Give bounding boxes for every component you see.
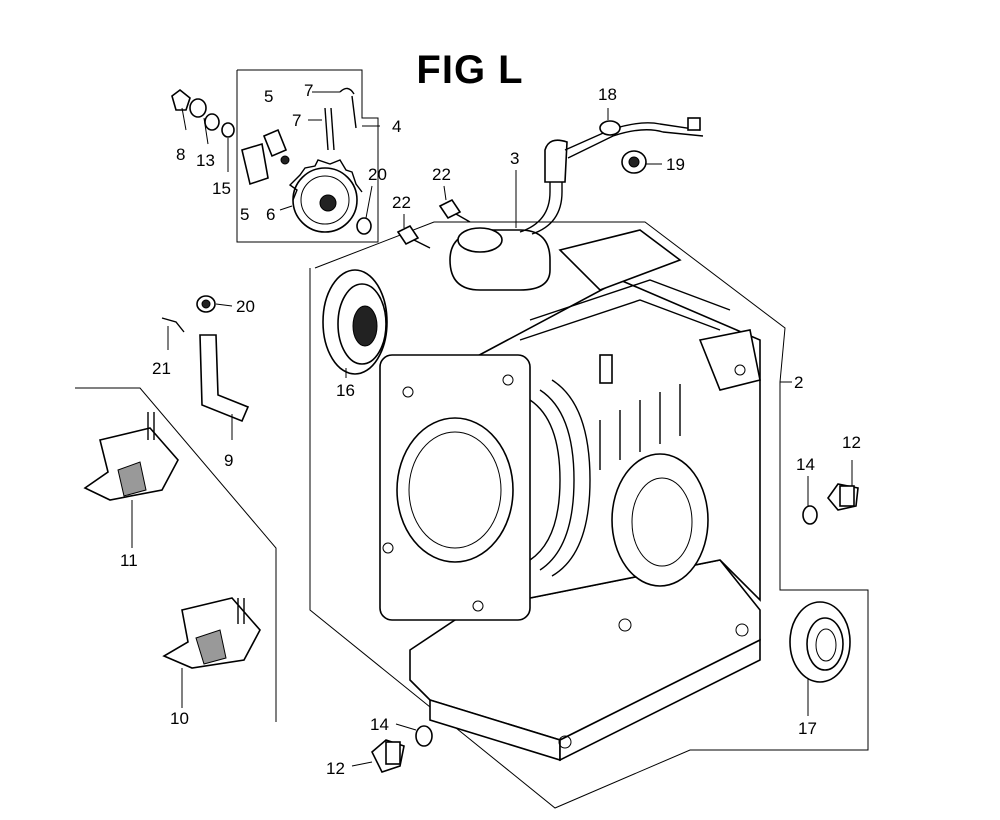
engine-mount-10	[162, 597, 261, 669]
nut-20-lower	[196, 295, 216, 313]
drain-bolt-12-right	[826, 483, 859, 511]
callout-6: 6	[266, 205, 275, 224]
governor-arm-9	[199, 334, 250, 423]
callout-14-right: 14	[796, 455, 815, 474]
callout-9: 9	[224, 451, 233, 470]
callout-labels: 2 3 4 5 5 6 7 7 8 9 10 11 12 12 13 14 14…	[120, 81, 861, 778]
figure-title: FIG L	[416, 48, 524, 92]
oil-seal-17	[789, 601, 851, 683]
callout-12-right: 12	[842, 433, 861, 452]
bolt-22-upper	[438, 198, 471, 223]
oil-seal-16	[322, 269, 388, 375]
wire-18	[564, 117, 704, 159]
washer-20-upper	[356, 217, 372, 235]
callout-19: 19	[666, 155, 685, 174]
callout-5-lower: 5	[240, 205, 249, 224]
washer-14-right	[802, 505, 818, 525]
breather-pipe-3	[449, 139, 568, 291]
callout-4: 4	[392, 117, 401, 136]
engine-mount-11	[83, 412, 179, 501]
crankcase-group-box	[309, 221, 869, 809]
callout-2: 2	[794, 373, 803, 392]
crankcase	[379, 229, 761, 762]
callout-22-lower: 22	[392, 193, 411, 212]
mounts-group-box	[75, 387, 277, 722]
callout-16: 16	[336, 381, 355, 400]
callout-17: 17	[798, 719, 817, 738]
callout-5-upper: 5	[264, 87, 273, 106]
washer-14-bottom	[415, 725, 433, 747]
governor-gear-6	[288, 159, 363, 233]
leader-lines	[131, 91, 853, 767]
bolt-8	[171, 88, 191, 111]
callout-11: 11	[120, 551, 138, 570]
callout-14-bottom: 14	[370, 715, 389, 734]
callout-8: 8	[176, 145, 185, 164]
callout-10: 10	[170, 709, 189, 728]
holder-5	[241, 128, 290, 186]
callout-20-upper: 20	[368, 165, 387, 184]
callout-7-upper: 7	[304, 81, 313, 100]
pin-7	[324, 107, 335, 151]
clip-21	[161, 317, 185, 333]
governor-group-box	[236, 69, 379, 243]
callout-12-bottom: 12	[326, 759, 345, 778]
drain-bolt-12-bottom	[371, 739, 405, 773]
grommet-19	[621, 150, 647, 174]
washer-15	[221, 122, 235, 138]
callout-7-lower: 7	[292, 111, 301, 130]
callout-22-upper: 22	[432, 165, 451, 184]
governor-shaft-4	[339, 87, 357, 129]
callout-18: 18	[598, 85, 617, 104]
callout-13: 13	[196, 151, 215, 170]
callout-21: 21	[152, 359, 171, 378]
bolt-22-lower	[396, 224, 431, 249]
washer-13	[189, 98, 220, 131]
callout-20-lower: 20	[236, 297, 255, 316]
callout-3: 3	[510, 149, 519, 168]
callout-15: 15	[212, 179, 231, 198]
